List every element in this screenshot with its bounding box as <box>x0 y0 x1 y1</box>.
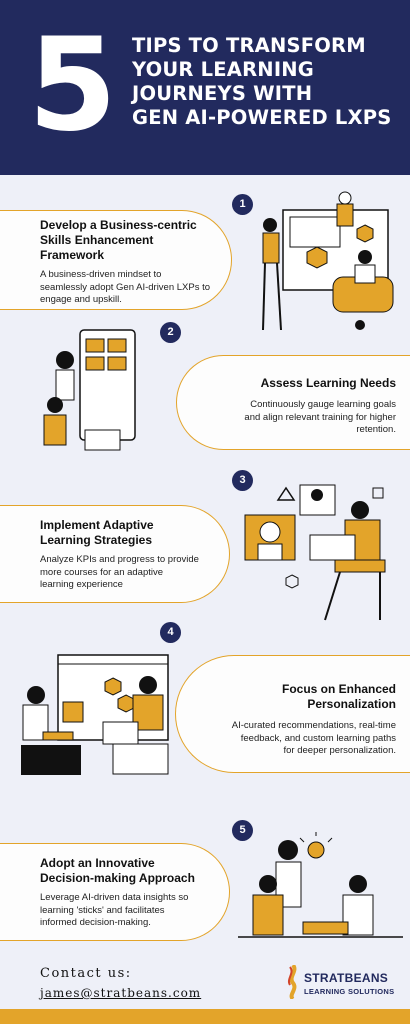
header-banner: 5 TIPS TO TRANSFORM YOUR LEARNING JOURNE… <box>0 0 410 175</box>
tip-2-desc-line-1: Continuously gauge learning goals <box>250 399 396 410</box>
logo-name: STRATBEANS <box>304 971 389 985</box>
tip-5-desc-line-2: learning 'sticks' and facilitates <box>40 904 165 916</box>
tip-1-desc-line-2: seamlessly adopt Gen AI-driven LXPs to <box>40 281 211 293</box>
contact-email-link[interactable]: james@stratbeans.com <box>40 986 202 1000</box>
tip-5-desc-line-1: Leverage AI-driven data insights so <box>40 892 189 903</box>
tip-3-title: Implement Adaptive Learning Strategies <box>40 518 215 548</box>
tip-3-title-line-2: Learning Strategies <box>40 533 153 547</box>
tip-3-desc-line-1: Analyze KPIs and progress to provide <box>40 554 199 565</box>
tip-3-description: Analyze KPIs and progress to provide mor… <box>40 554 215 592</box>
tip-5-illustration <box>238 832 403 938</box>
tip-2-illustration <box>43 329 136 451</box>
tip-1-title-line-2: Skills Enhancement <box>40 233 154 247</box>
tip-1-illustration <box>262 191 394 331</box>
tip-4-card: Focus on Enhanced Personalization AI-cur… <box>175 655 410 773</box>
big-number: 5 <box>28 11 118 160</box>
tip-5-title-line-1: Adopt an Innovative <box>40 856 155 870</box>
tip-4-title-line-2: Personalization <box>307 697 396 711</box>
tip-3-card: Implement Adaptive Learning Strategies A… <box>0 505 230 603</box>
title-line-1: TIPS TO TRANSFORM <box>132 34 366 57</box>
tip-1-title: Develop a Business-centric Skills Enhanc… <box>40 218 217 263</box>
tip-4-description: AI-curated recommendations, real-time fe… <box>206 720 396 758</box>
tip-4-number-badge: 4 <box>160 622 181 643</box>
tip-5-desc-line-3: informed decision-making. <box>40 917 151 928</box>
tip-4-desc-line-2: feedback, and custom learning paths <box>240 732 396 744</box>
contact-label: Contact us: <box>40 966 132 981</box>
tip-3-number-badge: 3 <box>232 470 253 491</box>
tip-4-desc-line-1: AI-curated recommendations, real-time <box>231 720 396 731</box>
tip-3-illustration <box>244 484 386 621</box>
tip-3-title-line-1: Implement Adaptive <box>40 518 154 532</box>
page-title: TIPS TO TRANSFORM YOUR LEARNING JOURNEYS… <box>132 34 402 130</box>
tip-5-title: Adopt an Innovative Decision-making Appr… <box>40 856 215 886</box>
tip-1-card: Develop a Business-centric Skills Enhanc… <box>0 210 232 310</box>
tip-3-desc-line-3: learning experience <box>40 579 123 590</box>
tip-3-desc-line-2: more courses for an adaptive <box>40 566 164 578</box>
title-line-2: YOUR LEARNING <box>132 58 314 81</box>
tip-4-illustration <box>21 654 169 775</box>
tip-4-title-line-1: Focus on Enhanced <box>281 682 396 696</box>
title-line-3: JOURNEYS WITH <box>132 82 313 105</box>
tip-2-number-badge: 2 <box>160 322 181 343</box>
tip-5-card: Adopt an Innovative Decision-making Appr… <box>0 843 230 941</box>
tip-4-desc-line-3: for deeper personalization. <box>283 745 397 756</box>
tip-1-description: A business-driven mindset to seamlessly … <box>40 269 217 307</box>
tip-2-desc-line-2: and align relevant training for higher <box>244 411 396 423</box>
tip-5-title-line-2: Decision-making Approach <box>40 871 195 885</box>
tip-1-desc-line-3: engage and upskill. <box>40 294 122 305</box>
tip-2-card: Assess Learning Needs Continuously gauge… <box>176 355 410 450</box>
tip-1-desc-line-1: A business-driven mindset to <box>40 269 162 280</box>
tip-2-title: Assess Learning Needs <box>260 376 396 390</box>
title-line-4: GEN AI-POWERED LXPS <box>132 106 392 129</box>
stratbeans-logo-icon <box>288 965 297 999</box>
tip-4-title: Focus on Enhanced Personalization <box>206 682 396 712</box>
tip-1-title-line-1: Develop a Business-centric <box>40 218 197 232</box>
logo-subtitle: LEARNING SOLUTIONS <box>304 987 395 996</box>
tip-2-description: Continuously gauge learning goals and al… <box>207 399 396 437</box>
tip-2-desc-line-3: retention. <box>356 424 396 435</box>
tip-5-description: Leverage AI-driven data insights so lear… <box>40 892 215 930</box>
tip-1-title-line-3: Framework <box>40 248 105 262</box>
footer-accent-bar <box>0 1009 410 1024</box>
tip-1-number-badge: 1 <box>232 194 253 215</box>
tip-5-number-badge: 5 <box>232 820 253 841</box>
